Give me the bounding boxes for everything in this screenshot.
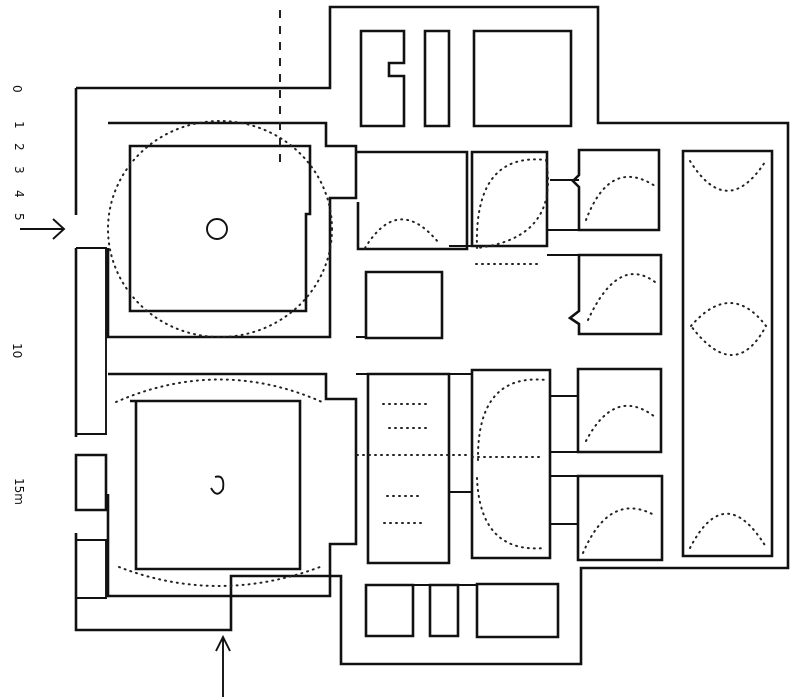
right-room-upper-middle bbox=[576, 367, 663, 454]
outer-building-wall bbox=[74, 5, 790, 666]
upper-courtyard-enclosure bbox=[106, 121, 358, 339]
central-upper-hall bbox=[356, 150, 469, 251]
lower-center-room-arches bbox=[476, 378, 547, 550]
lower-inner-court bbox=[130, 399, 302, 571]
lower-courtyard-well bbox=[210, 475, 225, 495]
right-room-lower-middle bbox=[576, 474, 664, 562]
upper-inner-court bbox=[128, 144, 312, 313]
scale-label-zero: 0 bbox=[10, 85, 24, 93]
bottom-room-3 bbox=[475, 582, 560, 639]
center-wall-connectors bbox=[356, 179, 579, 586]
upper-domed-room-dome bbox=[475, 158, 550, 249]
large-right-hall-domes bbox=[689, 160, 768, 549]
upper-courtyard-well bbox=[206, 218, 228, 240]
central-corridor-block bbox=[366, 372, 451, 565]
scale-label-four: 4 bbox=[12, 190, 26, 198]
scale-label-five: 5 bbox=[12, 213, 26, 221]
upper-right-room-arches bbox=[585, 176, 656, 321]
lower-courtyard-vault-outline bbox=[115, 378, 323, 587]
upper-domed-room bbox=[470, 150, 549, 248]
bottom-room-1 bbox=[364, 583, 415, 638]
scale-label-ten: 10 bbox=[10, 343, 24, 359]
upper-right-room-2 bbox=[567, 253, 663, 336]
lower-courtyard-enclosure bbox=[106, 372, 358, 598]
left-small-room bbox=[74, 453, 108, 512]
scale-label-one: 1 bbox=[12, 121, 26, 129]
bottom-room-2 bbox=[428, 583, 460, 638]
scale-label-two: 2 bbox=[12, 143, 26, 151]
upper-courtyard-vault-outline bbox=[107, 120, 333, 338]
large-right-hall bbox=[681, 149, 774, 558]
arrow-right bbox=[20, 218, 66, 240]
left-wall-segment-2 bbox=[76, 539, 107, 599]
central-middle-room bbox=[364, 270, 444, 340]
scale-label-fifteen: 15m bbox=[12, 478, 26, 505]
left-wall-segment-1 bbox=[76, 247, 107, 435]
arrow-up bbox=[215, 634, 231, 697]
top-room-2 bbox=[423, 29, 451, 128]
upper-right-room-1 bbox=[571, 148, 661, 232]
upper-hall-dome bbox=[364, 218, 439, 249]
top-room-1 bbox=[359, 29, 406, 128]
scale-label-three: 3 bbox=[12, 166, 26, 174]
top-room-3 bbox=[472, 29, 573, 128]
right-lower-room-arches bbox=[582, 404, 657, 554]
lower-center-room bbox=[470, 368, 552, 560]
central-corridor-dotted-lines bbox=[356, 263, 544, 524]
